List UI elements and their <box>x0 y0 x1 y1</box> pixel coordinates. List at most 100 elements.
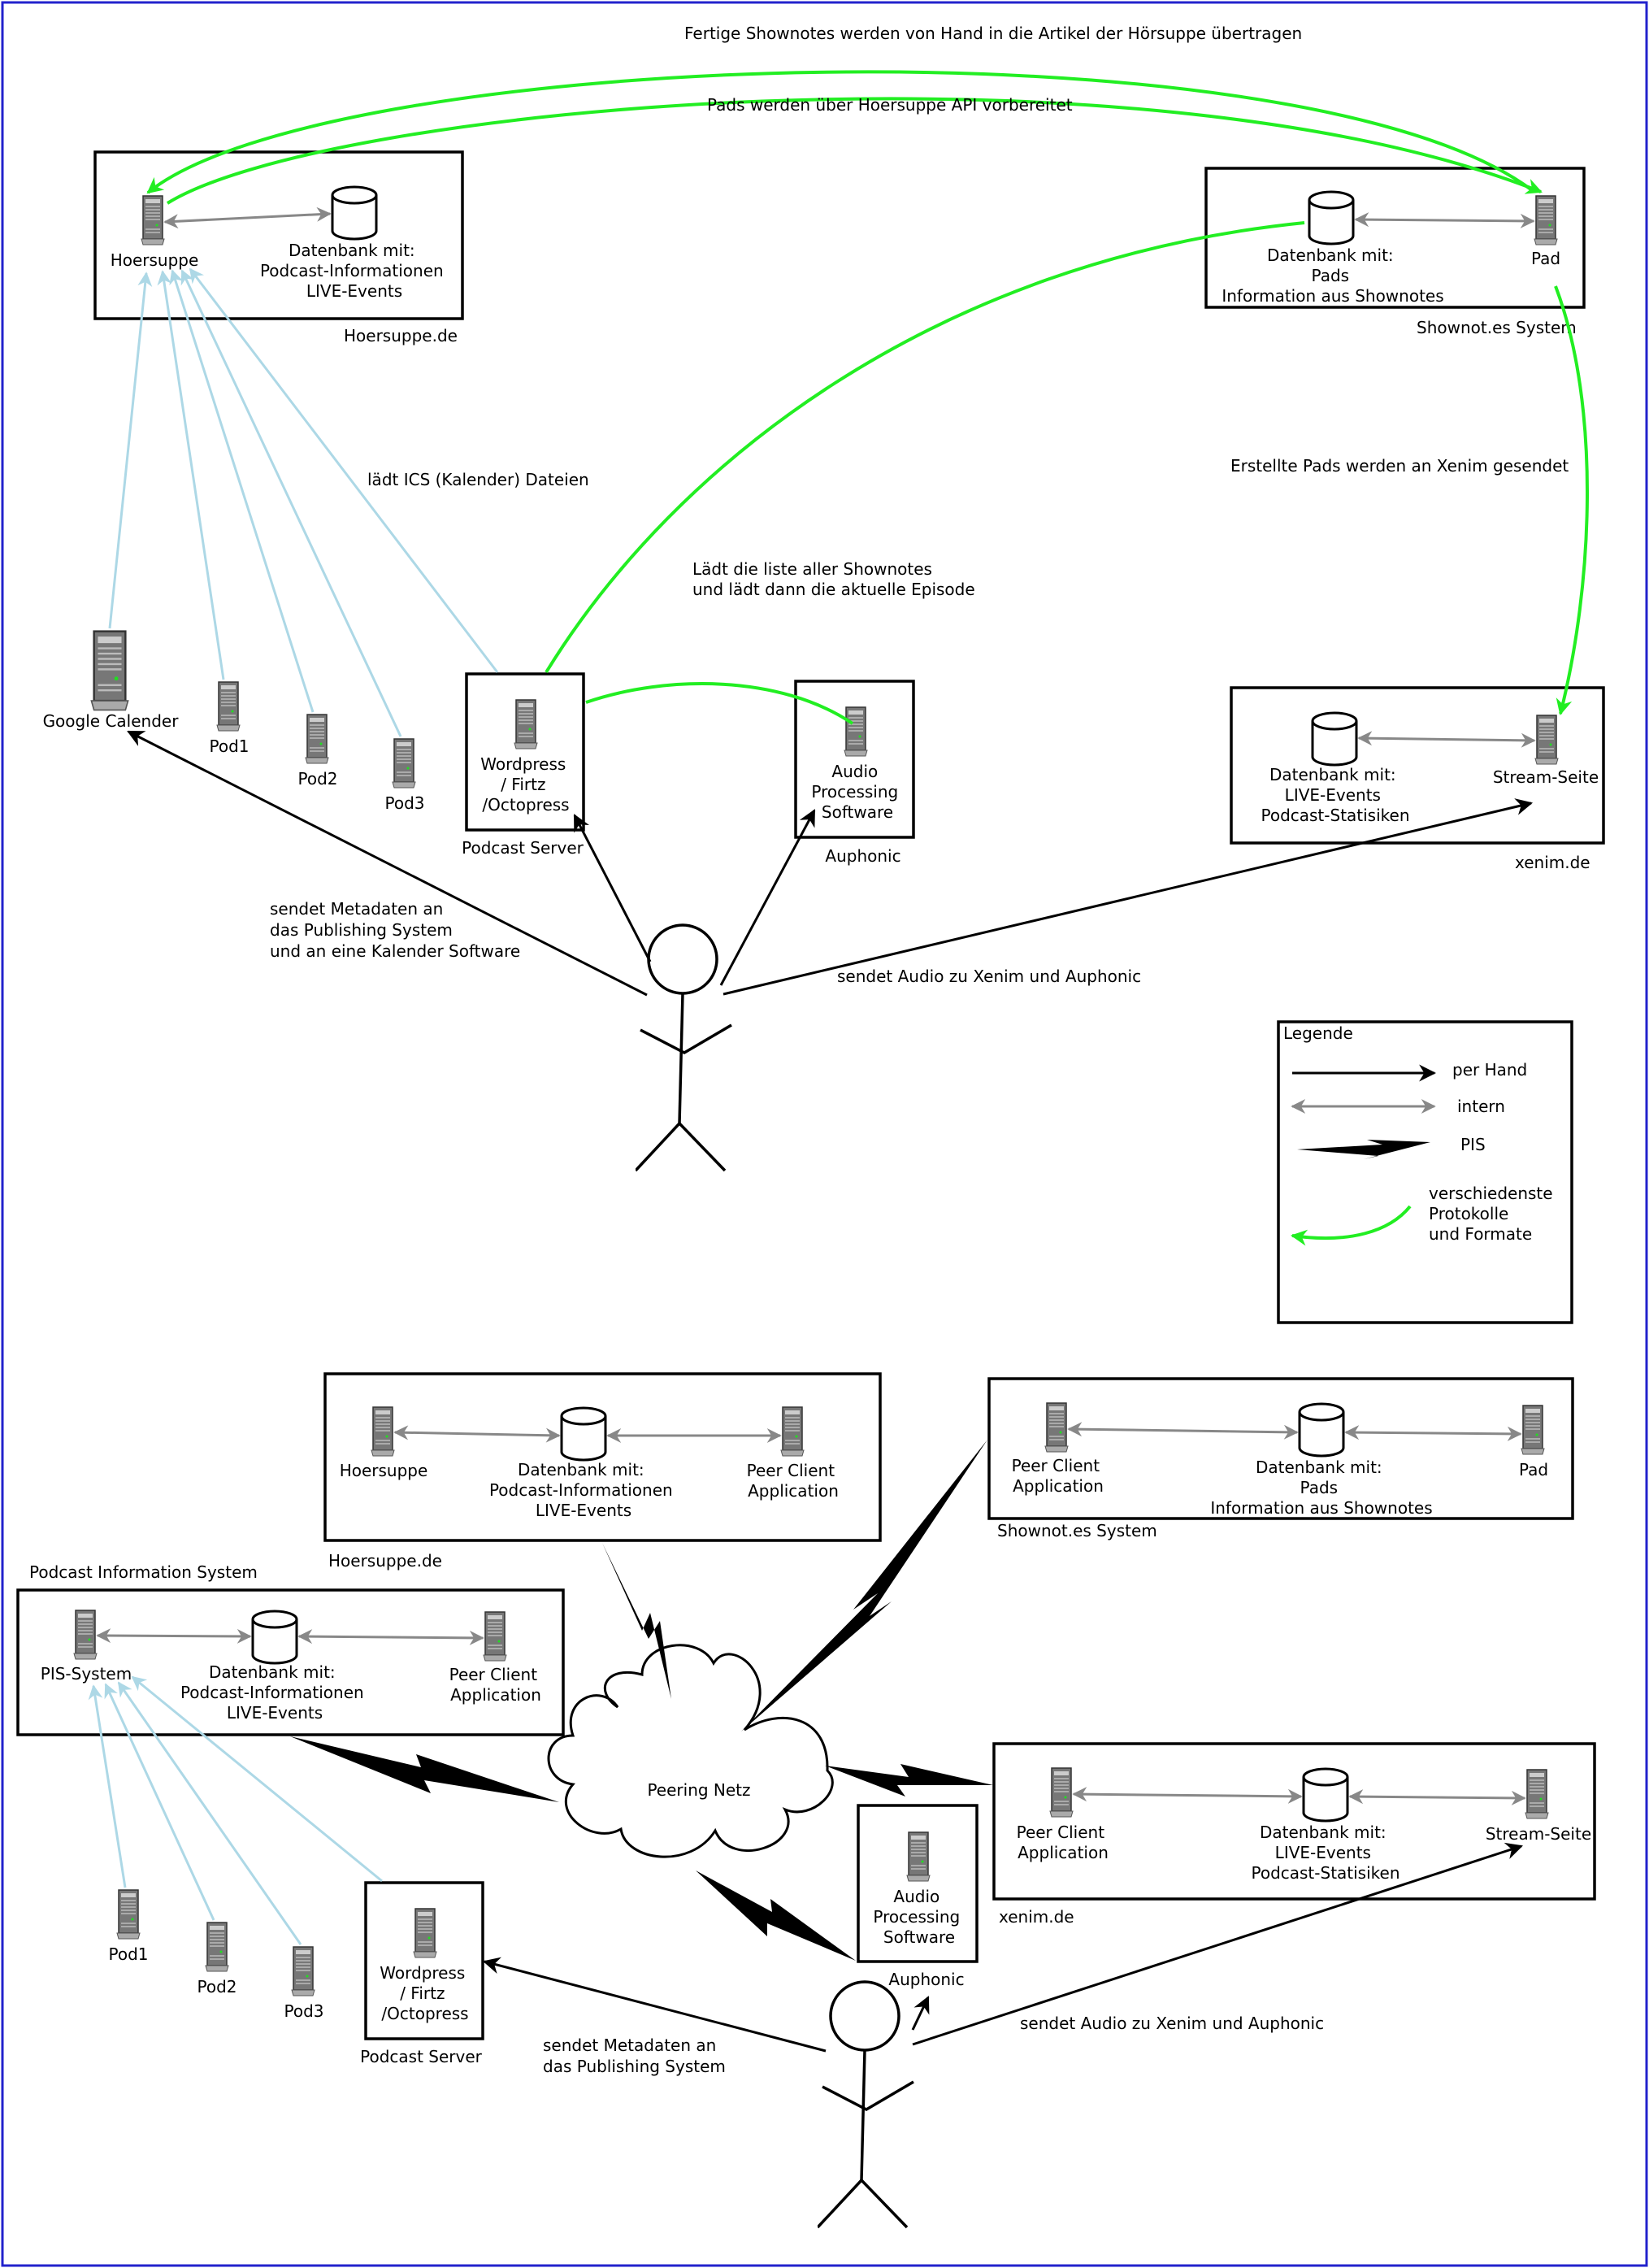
b-shownotes-box-label: Shownot.es System <box>997 1521 1157 1540</box>
xenim-db-icon <box>1311 711 1358 767</box>
b-pad-server-icon <box>1521 1405 1545 1455</box>
b-xenim-db-label: Datenbank mit: LIVE-Events Podcast-Stati… <box>1251 1823 1399 1883</box>
annotation-liste: Lädt die liste aller Shownotes und lädt … <box>692 559 975 599</box>
b-shownotes-db-label: Datenbank mit: Pads Information aus Show… <box>1210 1458 1432 1518</box>
b-xenim-peer-icon <box>1049 1767 1074 1818</box>
podcast-server-icon <box>514 699 538 749</box>
xenim-db-label: Datenbank mit: LIVE-Events Podcast-Stati… <box>1261 765 1409 825</box>
b-pod1-label: Pod1 <box>108 1944 148 1964</box>
shownotes-db-icon <box>1308 190 1355 245</box>
ics-arrow-google <box>108 272 153 629</box>
manual-arrow-to-xenim <box>723 798 1534 996</box>
b-auphonic-box-label: Auphonic <box>888 1970 964 1989</box>
google-calendar-label: Google Calender <box>43 711 180 731</box>
b-shownotes-peer-label: Peer Client Application <box>1012 1456 1105 1496</box>
ics-arrow-pod2 <box>169 269 315 713</box>
b-auphonic-server-icon <box>906 1831 931 1882</box>
hoersuppe-db-icon <box>331 185 378 241</box>
b-podcast-server-inner-label: Wordpress / Firtz /Octopress <box>380 1963 470 2023</box>
annotation-metadaten: sendet Metadaten an das Publishing Syste… <box>270 899 520 961</box>
shownotes-db-label: Datenbank mit: Pads Information aus Show… <box>1222 245 1443 306</box>
b-manual-arrow-to-auphonic <box>911 1996 930 2031</box>
b-xenim-peer-label: Peer Client Application <box>1017 1823 1110 1862</box>
b-hoersuppe-box-label: Hoersuppe.de <box>328 1551 442 1571</box>
hoersuppe-server-icon <box>141 195 165 245</box>
manual-arrow-to-auphonic <box>719 809 816 986</box>
hoersuppe-db-label: Datenbank mit: Podcast-Informationen LIV… <box>260 241 449 301</box>
b-shownotes-arrow-2 <box>1344 1425 1522 1441</box>
b-pad-label: Pad <box>1519 1460 1548 1479</box>
legend-title: Legende <box>1283 1023 1353 1043</box>
podcast-server-box-label: Podcast Server <box>462 838 584 858</box>
stream-server-icon <box>1534 715 1559 765</box>
ics-arrow-podcast-server <box>189 267 499 673</box>
b-podcaster-person-icon <box>818 1980 915 2229</box>
legend-internal-label: intern <box>1457 1097 1505 1116</box>
green-arc-pads-api <box>166 97 1543 205</box>
b-xenim-box <box>992 1742 1596 1901</box>
hoersuppe-box <box>93 150 464 320</box>
b-ics-arrow-pod3 <box>117 1681 302 1945</box>
shownotes-box-label: Shownot.es System <box>1417 318 1577 337</box>
annotation-erstellte-pads: Erstellte Pads werden an Xenim gesendet <box>1230 456 1569 476</box>
pis-server-label: PIS-System <box>41 1664 132 1684</box>
b-hoersuppe-server-icon <box>371 1406 395 1457</box>
green-arc-podcast-auphonic <box>585 682 854 725</box>
ics-arrow-pod1 <box>157 270 225 680</box>
ics-arrow-pod3 <box>180 269 402 737</box>
pis-db-label: Datenbank mit: Podcast-Informationen LIV… <box>180 1662 369 1723</box>
green-arc-shownotes-list <box>545 221 1305 674</box>
pad-server-icon <box>1534 195 1558 245</box>
pod1-label: Pod1 <box>209 736 249 756</box>
xenim-box-label: xenim.de <box>1515 853 1590 872</box>
bolt-xenim <box>825 1764 993 1797</box>
pod3-server-icon <box>392 738 416 789</box>
legend-box <box>1277 1020 1573 1324</box>
legend-protocol-label: verschiedenste Protokolle und Formate <box>1429 1184 1558 1244</box>
google-calendar-server-icon <box>90 630 129 711</box>
pis-arrow-2 <box>297 1629 484 1645</box>
xenim-internal-arrow <box>1357 731 1536 748</box>
b-xenim-db-icon <box>1302 1767 1349 1823</box>
b-pod3-label: Pod3 <box>284 2001 323 2021</box>
auphonic-inner-label: Audio Processing Software <box>811 762 903 822</box>
legend-pis-bolt-icon <box>1297 1140 1430 1159</box>
manual-arrow-to-google <box>127 730 648 997</box>
b-shownotes-peer-icon <box>1044 1402 1069 1453</box>
b-ics-arrow-pod2 <box>104 1683 215 1921</box>
legend-pis-label: PIS <box>1460 1135 1486 1154</box>
b-podcast-server-icon <box>413 1908 437 1958</box>
b-stream-server-icon <box>1525 1769 1549 1819</box>
pis-box <box>16 1588 565 1736</box>
b-shownotes-db-icon <box>1298 1402 1345 1458</box>
auphonic-box-label: Auphonic <box>825 846 900 866</box>
shownotes-internal-arrow <box>1354 212 1535 228</box>
pis-peer-label: Peer Client Application <box>449 1665 543 1705</box>
pod1-server-icon <box>216 681 241 732</box>
b-podcast-server-box-label: Podcast Server <box>360 2047 483 2066</box>
b-hoersuppe-peer-label: Peer Client Application <box>747 1461 840 1501</box>
b-ics-arrow-pod1 <box>88 1684 127 1888</box>
b-ics-arrow-podcast-server <box>131 1675 383 1883</box>
pod3-label: Pod3 <box>384 793 424 813</box>
b-pod2-label: Pod2 <box>197 1977 237 1996</box>
stream-seite-label: Stream-Seite <box>1493 767 1599 787</box>
auphonic-server-icon <box>844 706 868 757</box>
pad-label: Pad <box>1531 249 1560 268</box>
bolt-pis <box>290 1736 559 1802</box>
xenim-box <box>1230 686 1605 845</box>
green-arc-fertige <box>146 70 1534 194</box>
green-arc-pad-to-xenim <box>1554 285 1589 715</box>
peering-net-cloud <box>547 1644 834 1858</box>
manual-arrow-to-podcast-server <box>573 814 652 962</box>
b-xenim-box-label: xenim.de <box>999 1907 1074 1927</box>
b-shownotes-arrow-1 <box>1067 1422 1299 1440</box>
b-hoersuppe-server-label: Hoersuppe <box>340 1461 428 1480</box>
legend-protocol-arrow <box>1291 1205 1412 1246</box>
podcaster-person-icon <box>636 923 733 1172</box>
b-hoersuppe-db-icon <box>560 1406 607 1462</box>
peering-net-label: Peering Netz <box>647 1780 750 1800</box>
b-pod3-server-icon <box>291 1946 315 1996</box>
